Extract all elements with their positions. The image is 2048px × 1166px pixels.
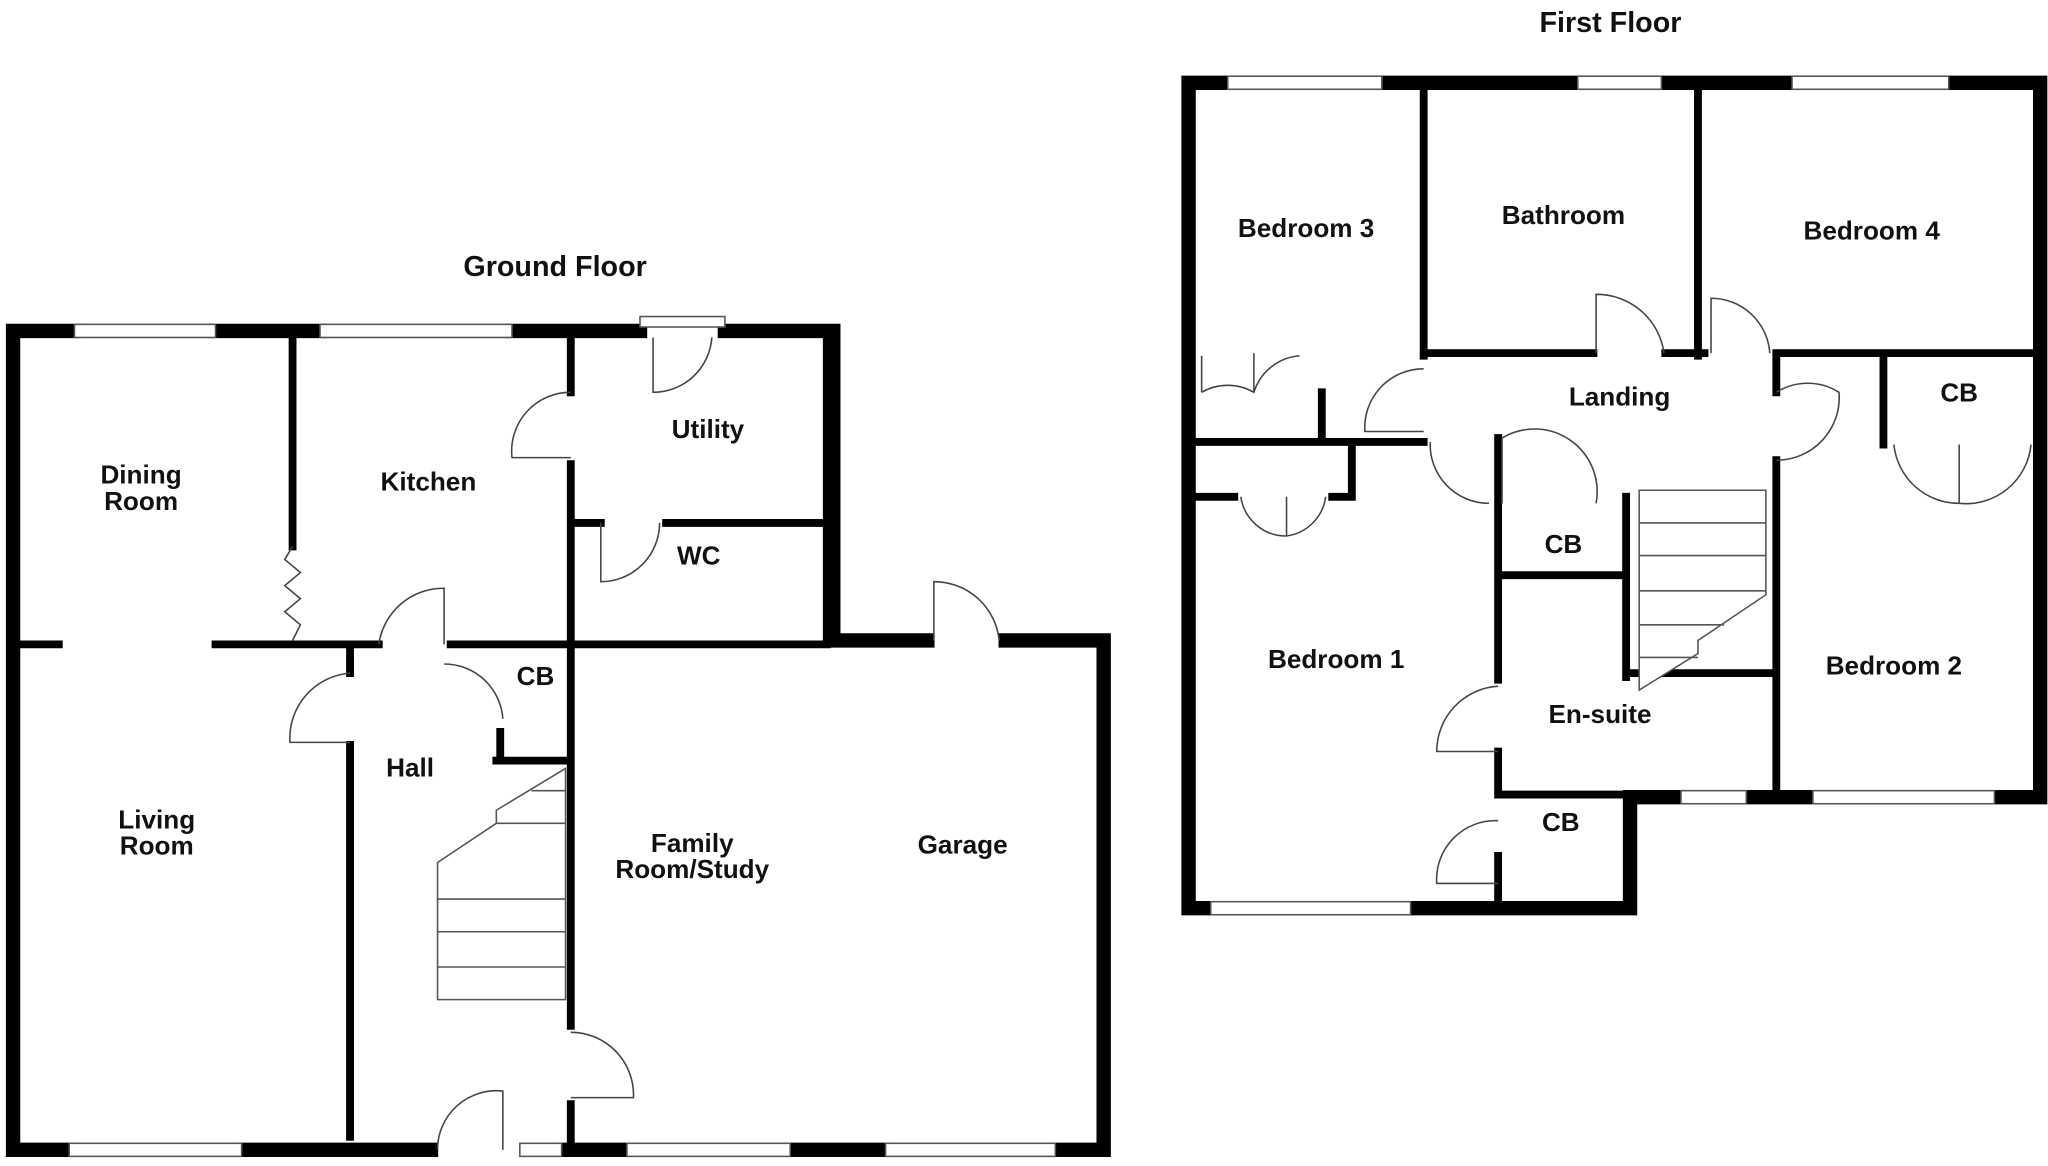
room-label-garage: Garage	[918, 829, 1008, 859]
room-label-kitchen: Kitchen	[381, 466, 477, 496]
window	[1209, 900, 1412, 916]
window	[519, 1142, 563, 1158]
room-label-dining: Dining	[100, 460, 181, 490]
ground-floor-plan: Ground Floor Dining Room Kitchen Utility…	[5, 251, 1111, 1158]
window	[1812, 789, 1996, 805]
room-label-bedroom4: Bedroom 4	[1803, 215, 1940, 245]
first-floor-plan: First Floor Bedroom 3 Bathroom Bedroom 4…	[1181, 7, 2048, 916]
window	[73, 323, 217, 339]
room-label-ensuite: En-suite	[1549, 699, 1652, 729]
ground-outer-walls	[5, 323, 1111, 1158]
room-label-cb: CB	[1545, 529, 1583, 559]
room-label-family: Family	[651, 828, 734, 858]
first-floor-title: First Floor	[1539, 7, 1681, 39]
doors	[289, 337, 1000, 1150]
room-label-wc: WC	[677, 541, 721, 571]
room-label-utility: Utility	[672, 414, 745, 444]
window	[1680, 789, 1748, 805]
room-label-living: Room	[120, 831, 194, 861]
room-label-cb: CB	[1542, 807, 1580, 837]
first-staircase	[1638, 489, 1767, 692]
folding-door	[283, 546, 302, 641]
room-label-hall: Hall	[386, 752, 434, 782]
ground-floor-title: Ground Floor	[463, 251, 646, 283]
room-label-bedroom1: Bedroom 1	[1268, 644, 1404, 674]
window	[884, 1142, 1057, 1158]
room-label-bathroom: Bathroom	[1502, 200, 1625, 230]
room-label-cb: CB	[517, 661, 555, 691]
window	[68, 1142, 243, 1158]
room-label-dining: Room	[104, 486, 178, 516]
window	[1791, 75, 1950, 91]
first-outer-walls	[1181, 75, 2048, 916]
doors	[1200, 293, 2032, 885]
room-label-landing: Landing	[1569, 381, 1671, 411]
ground-staircase	[436, 767, 567, 1001]
room-label-bedroom2: Bedroom 2	[1826, 650, 1962, 680]
room-label-bedroom3: Bedroom 3	[1238, 213, 1374, 243]
ground-interior-walls	[15, 327, 831, 1148]
window	[1577, 75, 1663, 91]
window	[626, 1142, 791, 1158]
window	[1226, 75, 1383, 91]
room-label-living: Living	[118, 805, 195, 835]
first-interior-walls	[1191, 78, 2045, 906]
window	[319, 323, 513, 339]
room-label-cb: CB	[1940, 377, 1978, 407]
room-label-family: Room/Study	[615, 854, 769, 884]
window	[639, 315, 726, 328]
